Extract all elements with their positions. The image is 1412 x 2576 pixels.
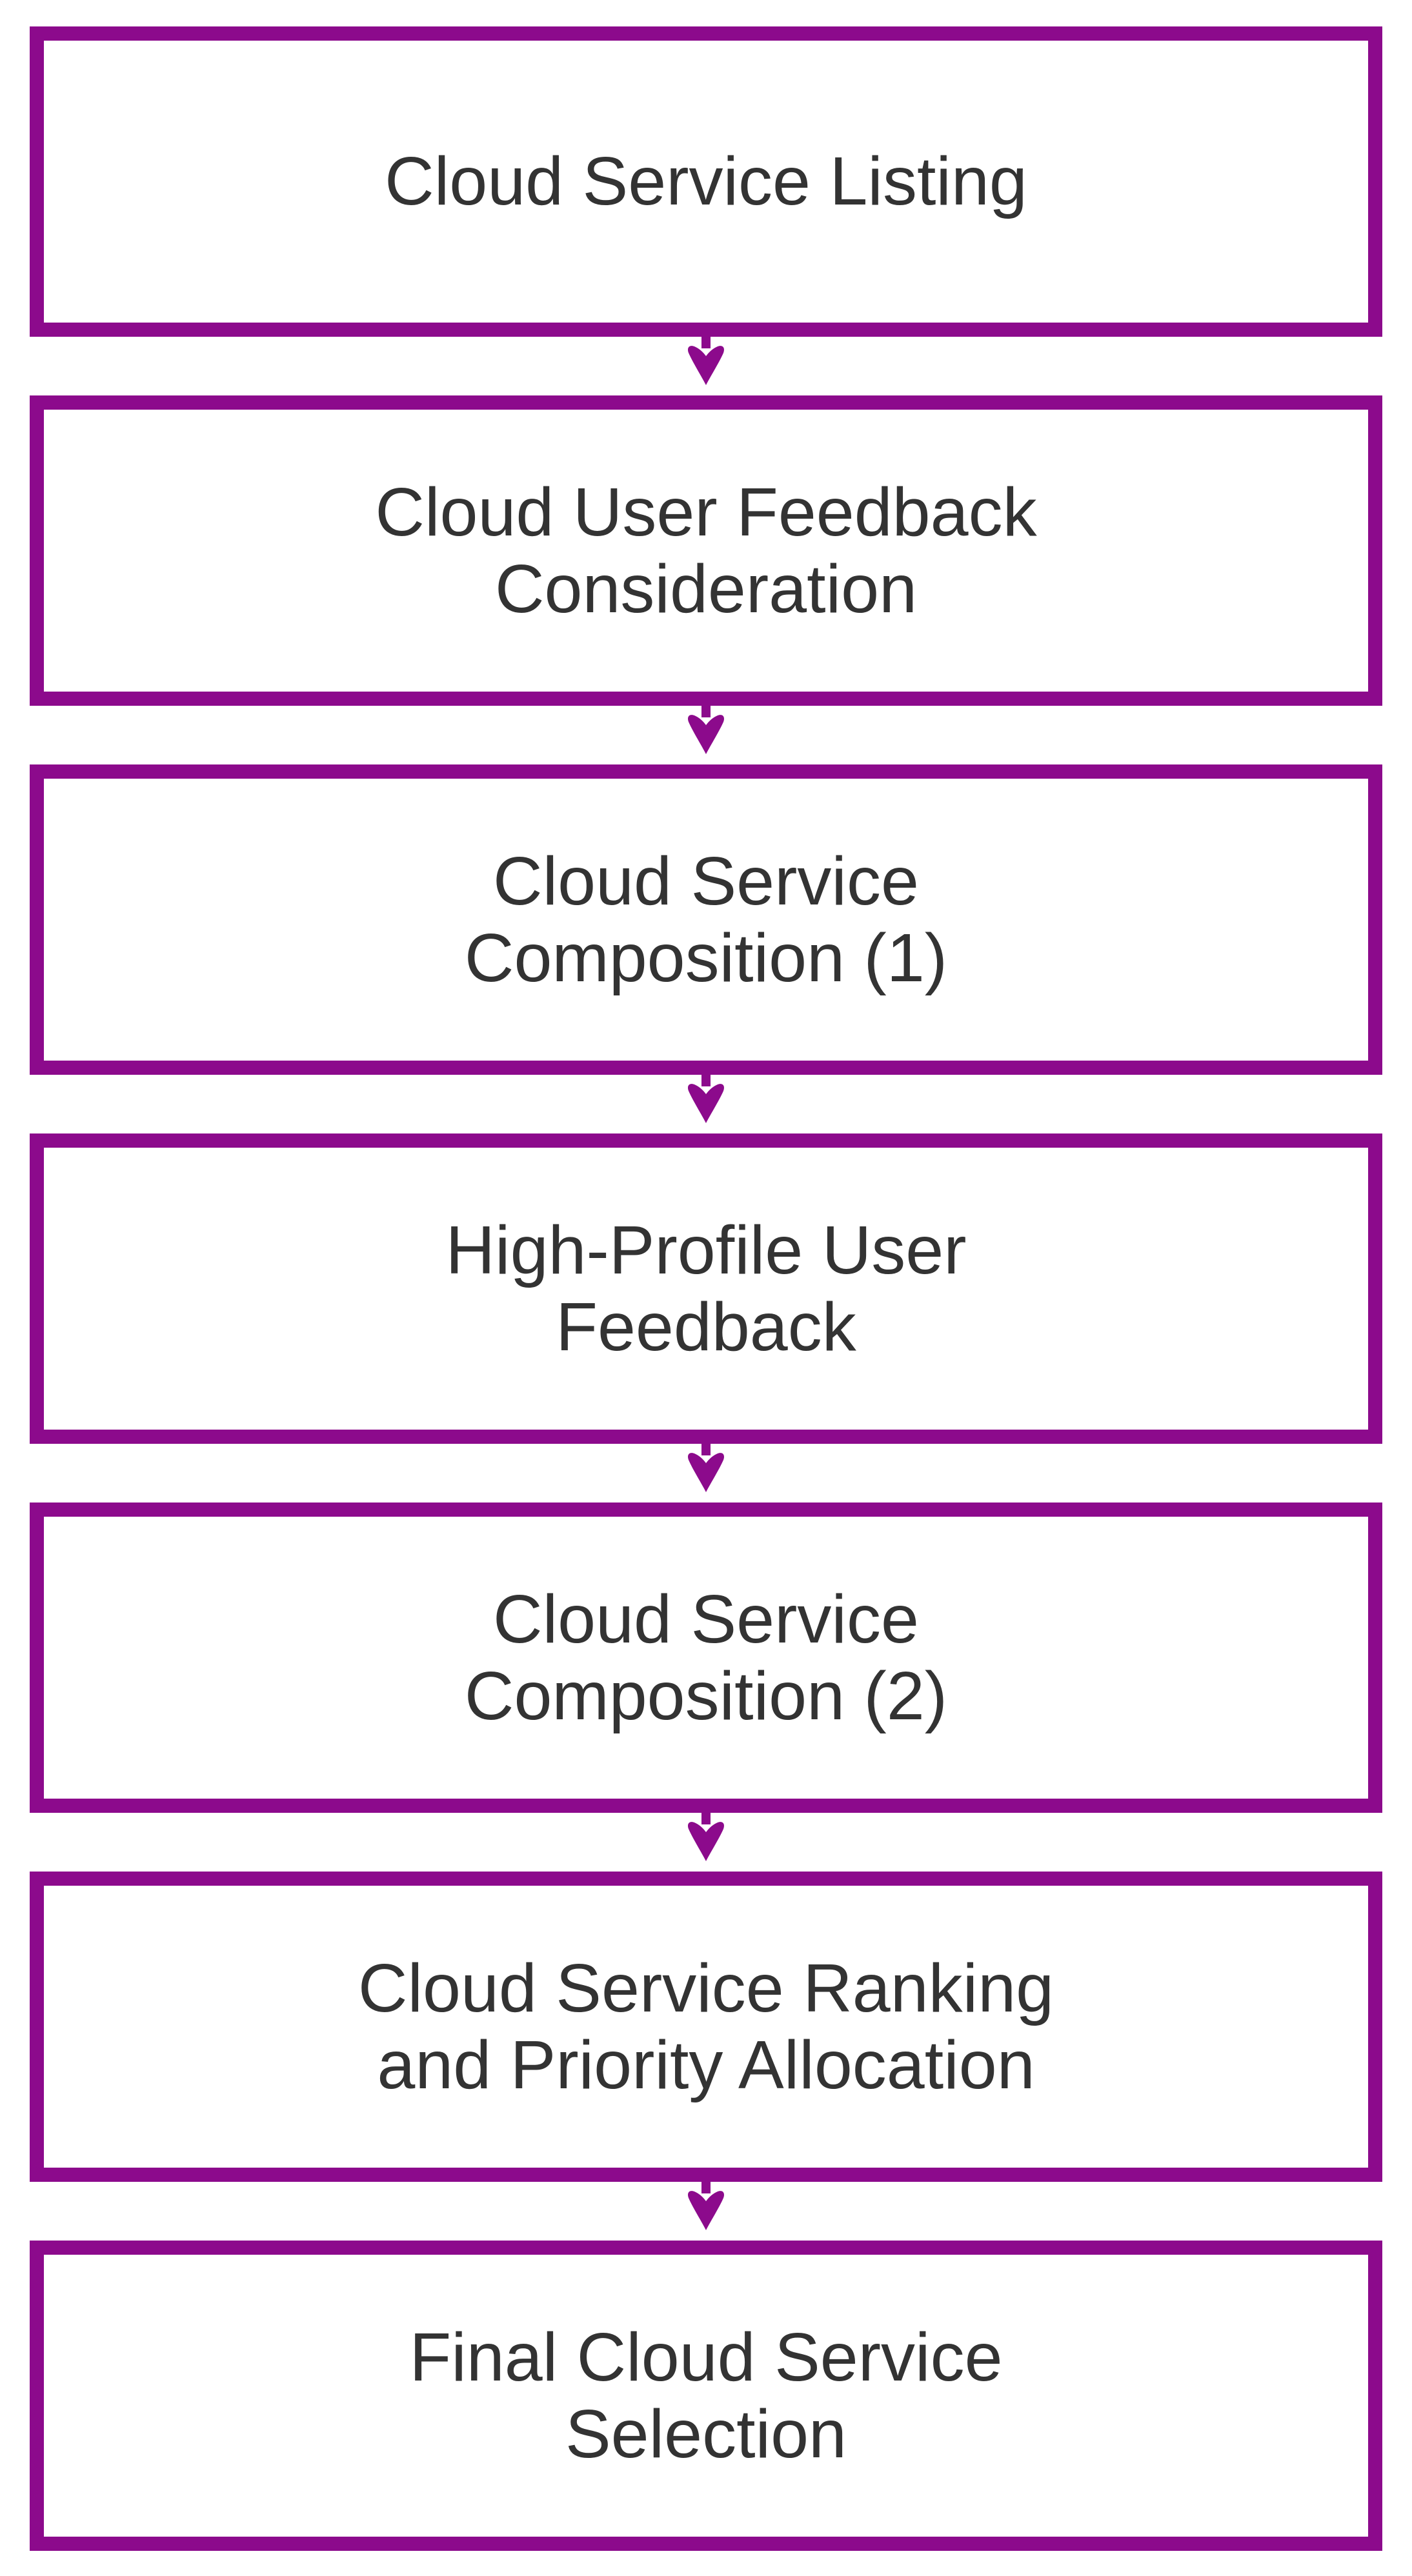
arrow-down-icon <box>688 337 724 385</box>
flow-node-cloud-user-feedback-consideration: Cloud User Feedback Consideration <box>30 395 1382 706</box>
arrow-down-icon <box>688 706 724 754</box>
arrow-down-icon <box>688 1075 724 1123</box>
node-label: High-Profile User Feedback <box>445 1212 967 1365</box>
flow-node-cloud-service-composition-2: Cloud Service Composition (2) <box>30 1503 1382 1813</box>
flow-connector <box>0 2182 1412 2241</box>
flow-node-cloud-service-listing: Cloud Service Listing <box>30 26 1382 337</box>
arrow-down-icon <box>688 1444 724 1492</box>
flow-connector <box>0 1075 1412 1133</box>
node-label: Cloud User Feedback Consideration <box>375 474 1037 627</box>
flow-node-final-cloud-service-selection: Final Cloud Service Selection <box>30 2241 1382 2551</box>
flow-node-high-profile-user-feedback: High-Profile User Feedback <box>30 1133 1382 1444</box>
flow-connector <box>0 706 1412 764</box>
node-label: Cloud Service Ranking and Priority Alloc… <box>358 1950 1054 2103</box>
arrow-down-icon <box>688 2182 724 2230</box>
arrow-down-icon <box>688 1813 724 1861</box>
flow-node-cloud-service-composition-1: Cloud Service Composition (1) <box>30 764 1382 1075</box>
flow-node-cloud-service-ranking-and-priority-allocation: Cloud Service Ranking and Priority Alloc… <box>30 1872 1382 2182</box>
node-label: Cloud Service Listing <box>385 143 1027 220</box>
node-label: Cloud Service Composition (2) <box>464 1581 948 1734</box>
flow-connector <box>0 1813 1412 1872</box>
flow-connector <box>0 337 1412 395</box>
flow-connector <box>0 1444 1412 1503</box>
node-label: Final Cloud Service Selection <box>409 2319 1003 2472</box>
node-label: Cloud Service Composition (1) <box>464 843 948 996</box>
